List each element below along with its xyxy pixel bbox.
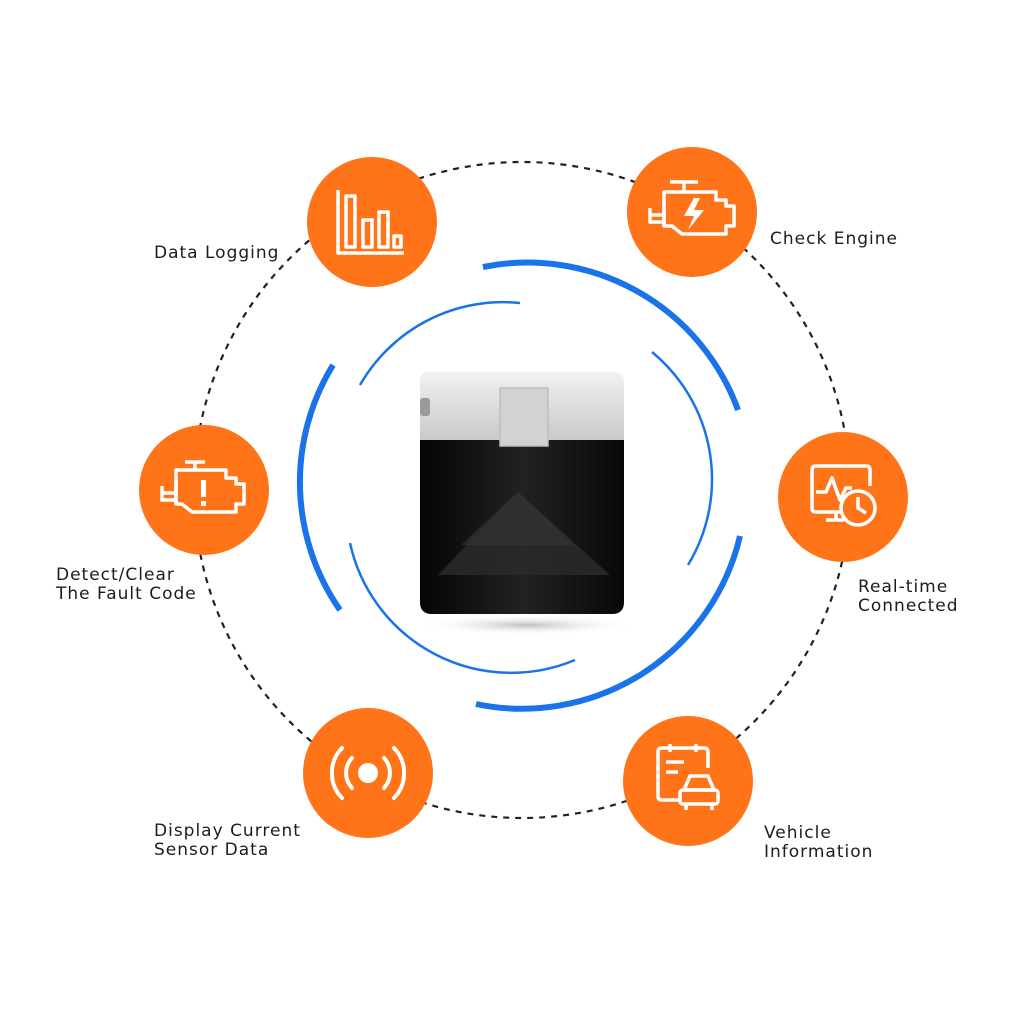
feature-label-sensor-data: Display Current Sensor Data	[154, 821, 301, 860]
feature-label-data-logging: Data Logging	[154, 243, 280, 263]
inner-arc-top	[358, 300, 521, 386]
inner-arc-bottom	[348, 542, 576, 675]
feature-label-real-time: Real-time Connected	[858, 577, 959, 616]
sensor-signal-icon	[329, 746, 407, 800]
outer-arc-left	[296, 363, 343, 612]
check-engine-icon	[648, 180, 736, 236]
outer-arc-bottom	[475, 535, 743, 712]
clipboard-car-icon	[656, 744, 720, 810]
feature-label-check-engine: Check Engine	[770, 229, 898, 249]
obd-device	[417, 372, 637, 635]
monitor-clock-icon	[810, 464, 877, 527]
bar-chart-icon	[336, 190, 404, 255]
feature-label-detect-clear: Detect/Clear The Fault Code	[56, 565, 197, 604]
inner-arc-right	[651, 351, 714, 566]
engine-warning-icon	[160, 460, 246, 514]
signal-arcs	[296, 259, 743, 712]
outer-arc-top	[482, 259, 741, 412]
feature-label-vehicle-info: Vehicle Information	[764, 823, 874, 862]
